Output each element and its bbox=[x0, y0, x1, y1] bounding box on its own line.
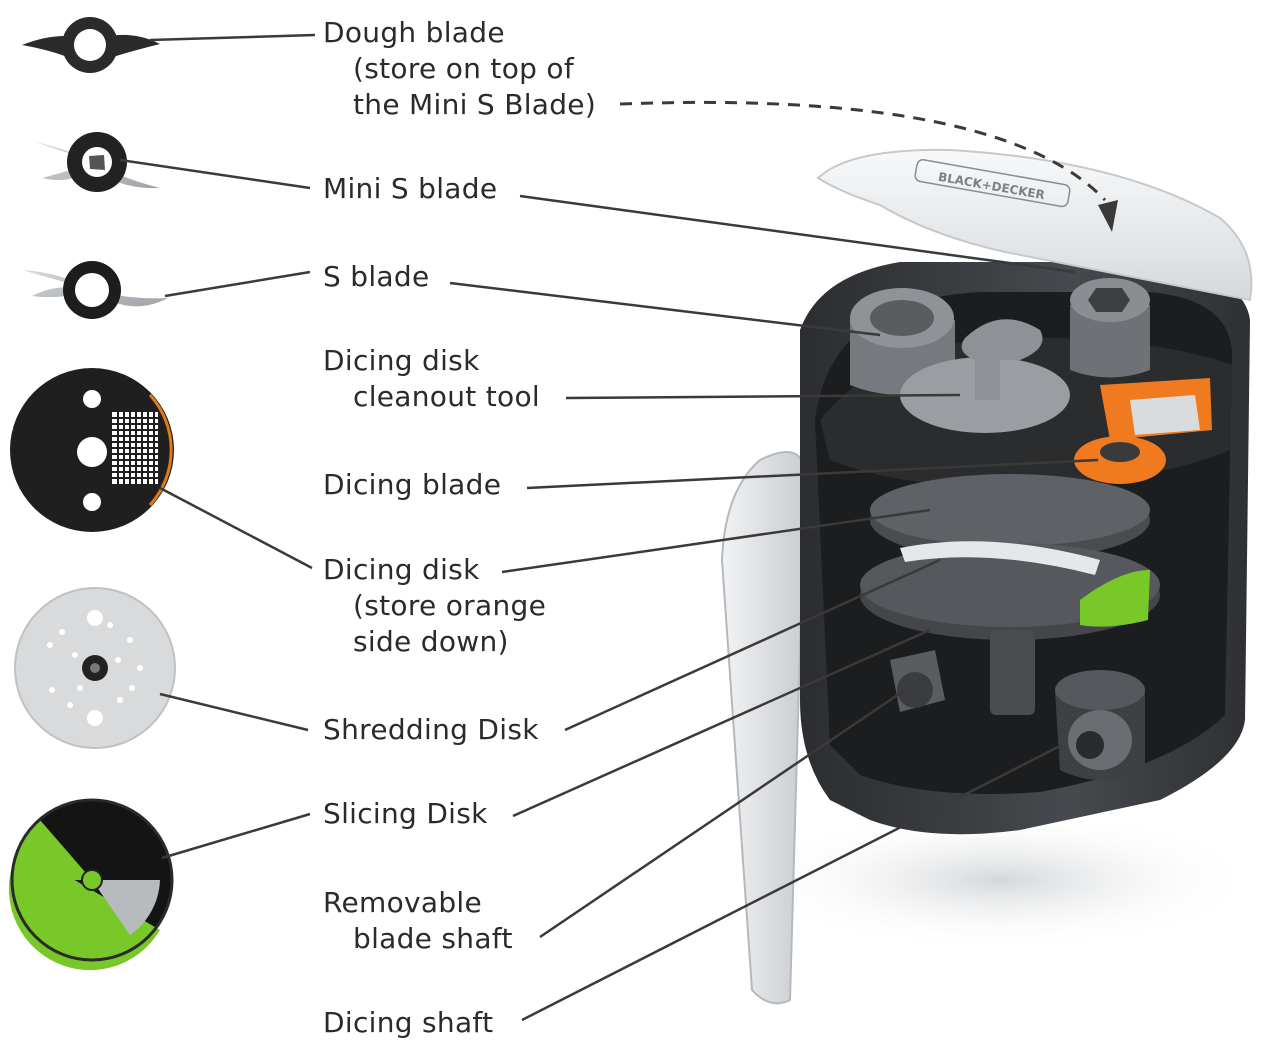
leader-line-slicing-disk-icon bbox=[161, 812, 311, 860]
label-dicing-blade: Dicing blade bbox=[323, 467, 501, 503]
leader-line-shredding-disk-appliance bbox=[564, 558, 941, 732]
side-door bbox=[720, 451, 807, 1005]
leader-line-mini-s-blade bbox=[119, 158, 311, 190]
leader-line-dicing-blade bbox=[526, 458, 1099, 490]
dicing-disk-icon bbox=[10, 368, 174, 532]
label-dough-blade: Dough blade (store on top of the Mini S … bbox=[323, 15, 596, 123]
leader-line-s-blade-appliance bbox=[449, 281, 881, 337]
dough-blade-icon bbox=[22, 17, 160, 73]
leader-line-dicing-disk-appliance bbox=[501, 508, 931, 574]
label-s-blade: S blade bbox=[323, 259, 430, 295]
label-blade-shaft-line1: Removable bbox=[323, 886, 483, 919]
label-mini-s-blade: Mini S blade bbox=[323, 171, 497, 207]
leader-lines bbox=[119, 33, 1099, 1022]
label-dicing-blade-line1: Dicing blade bbox=[323, 468, 502, 501]
label-dicing-disk-line3: side down) bbox=[353, 625, 509, 658]
leader-line-shredding-disk-icon bbox=[159, 692, 309, 732]
label-dicing-shaft-line1: Dicing shaft bbox=[323, 1006, 494, 1039]
label-dicing-disk-line2: (store orange bbox=[353, 589, 547, 622]
storage-arrow bbox=[619, 100, 1118, 232]
label-dicing-disk-line1: Dicing disk bbox=[323, 553, 480, 586]
mini-s-blade-icon bbox=[35, 132, 160, 192]
shredding-disk-icon bbox=[14, 587, 176, 749]
label-dicing-disk: Dicing disk (store orange side down) bbox=[323, 552, 546, 660]
label-shredding-disk-line1: Shredding Disk bbox=[323, 713, 539, 746]
label-shredding-disk: Shredding Disk bbox=[323, 712, 539, 748]
label-dicing-disk-cleanout-tool: Dicing disk cleanout tool bbox=[323, 343, 540, 415]
leader-line-s-blade bbox=[164, 270, 311, 298]
label-slicing-disk: Slicing Disk bbox=[323, 796, 488, 832]
leader-line-dicing-disk-icon bbox=[159, 486, 313, 570]
leader-line-slicing-disk-appliance bbox=[512, 628, 931, 818]
label-dough-blade-line3: the Mini S Blade) bbox=[353, 88, 597, 121]
s-blade-icon bbox=[22, 261, 168, 319]
brand-badge bbox=[914, 158, 1071, 208]
leader-line-cleanout-tool bbox=[565, 393, 961, 400]
leader-line-mini-s-blade-appliance bbox=[519, 194, 1076, 274]
label-blade-shaft-line2: blade shaft bbox=[353, 922, 513, 955]
label-s-blade-line1: S blade bbox=[323, 260, 430, 293]
label-dicing-shaft: Dicing shaft bbox=[323, 1005, 493, 1041]
label-dough-blade-line2: (store on top of bbox=[353, 52, 574, 85]
leader-line-dicing-shaft bbox=[521, 743, 1063, 1022]
leader-line-dough-blade bbox=[149, 33, 316, 42]
label-cleanout-line2: cleanout tool bbox=[353, 380, 540, 413]
label-cleanout-line1: Dicing disk bbox=[323, 344, 480, 377]
label-slicing-disk-line1: Slicing Disk bbox=[323, 797, 488, 830]
label-mini-s-blade-line1: Mini S blade bbox=[323, 172, 498, 205]
lid bbox=[816, 148, 1253, 302]
label-dough-blade-line1: Dough blade bbox=[323, 16, 505, 49]
label-removable-blade-shaft: Removable blade shaft bbox=[323, 885, 513, 957]
food-processor-illustration: BLACK+DECKER bbox=[720, 148, 1260, 1005]
slicing-disk-icon bbox=[8, 798, 174, 971]
leader-line-blade-shaft bbox=[539, 688, 906, 939]
